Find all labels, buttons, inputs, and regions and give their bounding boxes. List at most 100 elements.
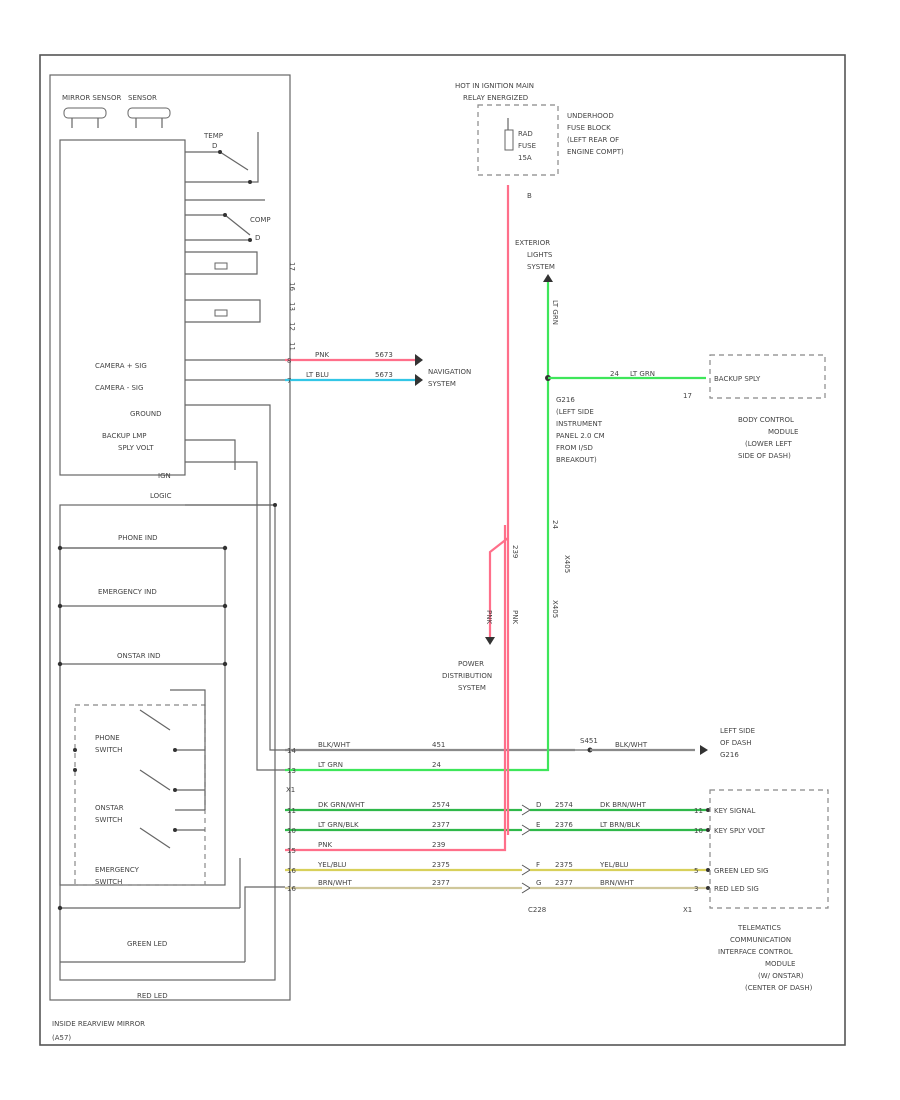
ign1-wire-circuit: 2574 <box>432 801 450 809</box>
red-vert-color: PNK <box>511 610 519 624</box>
instr-note-2: (LEFT SIDE <box>556 408 594 416</box>
splice-label: C228 <box>528 906 546 914</box>
camera-neg-color: LT BLU <box>306 371 329 379</box>
telematics-name-line: TELEMATICS <box>737 924 782 932</box>
emergency-wire-circuit: 2377 <box>432 879 450 887</box>
sensor-label: SENSOR <box>128 94 157 102</box>
emergency-switch-label-2: SWITCH <box>95 878 122 886</box>
fuse-hot-label: HOT IN IGNITION MAIN <box>455 82 534 90</box>
ign-label: IGN <box>158 472 171 480</box>
bcm-name-1: BODY CONTROL <box>738 416 794 424</box>
telematics-name-line: (W/ ONSTAR) <box>758 972 804 980</box>
green-vert-circuit: 24 <box>551 520 559 529</box>
fuse-block-1: UNDERHOOD <box>567 112 614 120</box>
telematics-name-line: INTERFACE CONTROL <box>718 948 793 956</box>
green-vert-x405: X405 <box>563 555 571 573</box>
temp-switch-label: TEMP <box>203 132 223 140</box>
backup-volt-label: SPLY VOLT <box>118 444 154 452</box>
onstar-switch-label: ONSTAR <box>95 804 124 812</box>
bcm-name-4: SIDE OF DASH) <box>738 452 791 460</box>
indicator-box <box>59 547 226 886</box>
telematics-pin-label: GREEN LED SIG <box>714 867 768 875</box>
telematics-name-line: (CENTER OF DASH) <box>745 984 813 992</box>
nav-label: NAVIGATION <box>428 368 471 376</box>
mirror-title: INSIDE REARVIEW MIRROR <box>52 1020 145 1028</box>
bcm-name-2: MODULE <box>768 428 798 436</box>
resistor-1 <box>214 262 228 270</box>
telematics-name-line: MODULE <box>765 960 795 968</box>
camera-pos-color: PNK <box>315 351 329 359</box>
telematics-pin-label: RED LED SIG <box>714 885 759 893</box>
top-pin-label: 12 <box>288 322 296 331</box>
telematics-box <box>709 789 829 909</box>
camera-pin-label: 7 <box>287 377 291 385</box>
splice-circuit: 2574 <box>555 801 573 809</box>
logic-label: LOGIC <box>150 492 172 500</box>
splice-pin-arrow <box>521 864 531 876</box>
fuse-box <box>477 104 559 176</box>
camera-neg-circuit: 5673 <box>375 371 393 379</box>
logic-wire-circuit: 239 <box>432 841 445 849</box>
emergency-switch-label: EMERGENCY <box>95 866 140 874</box>
fuse-block-4: ENGINE COMPT) <box>567 148 624 156</box>
bcm-pin-label: BACKUP SPLY <box>714 375 761 383</box>
power-dist-1: POWER <box>458 660 484 668</box>
instr-note-4: PANEL 2.0 CM <box>556 432 605 440</box>
instr-note-1: G216 <box>556 396 575 404</box>
bcm-name-3: (LOWER LEFT <box>745 440 793 448</box>
splice-pin-arrow <box>521 824 531 836</box>
splice-wire-color: YEL/BLU <box>599 861 628 869</box>
resistor-2 <box>214 309 228 317</box>
bcm-box <box>709 354 826 399</box>
onstar-switch-label-2: SWITCH <box>95 816 122 824</box>
splice-end-dot <box>706 868 710 872</box>
splice-end-dot <box>706 886 710 890</box>
ext-lights-1: EXTERIOR <box>515 239 550 247</box>
logic-box <box>59 504 276 981</box>
x1-connector-label: X1 <box>286 786 295 794</box>
ground-loc-1: LEFT SIDE <box>720 727 755 735</box>
fuse-name-3: 15A <box>518 154 532 162</box>
telematics-pin-num: 5 <box>694 867 698 875</box>
bottom-pin-label: 11 <box>287 807 296 815</box>
top-connector-pins: 17 16 13 12 11 <box>288 262 296 351</box>
bottom-pin-label: 16 <box>287 867 296 875</box>
camera-pos-circuit: 5673 <box>375 351 393 359</box>
splice-pin-letter: E <box>536 821 540 829</box>
top-pin-label: 11 <box>288 342 296 351</box>
mirror-electronics-box <box>59 139 186 476</box>
splice-circuit: 2377 <box>555 879 573 887</box>
camera-pin-label: 8 <box>287 357 291 365</box>
splice-pin-letter: F <box>536 861 540 869</box>
top-pin-label: 16 <box>288 282 296 291</box>
ign1-wire-color: DK GRN/WHT <box>318 801 365 809</box>
ground-right-splice: S451 <box>580 737 598 745</box>
camera-pos-label: CAMERA + SIG <box>95 362 147 370</box>
instr-note-5: FROM I/SD <box>556 444 593 452</box>
instr-note-6: BREAKOUT) <box>556 456 597 464</box>
mirror-outer-box <box>49 74 291 1001</box>
red-branch-color: PNK <box>485 610 493 624</box>
bcm-wire-color: LT GRN <box>630 370 655 378</box>
splice-pin-arrow <box>521 804 531 816</box>
green-vert-x405-2: X405 <box>551 600 559 618</box>
nav-label-2: SYSTEM <box>428 380 456 388</box>
green-led-label: GREEN LED <box>127 940 167 948</box>
telematics-pin-label: KEY SIGNAL <box>714 807 755 815</box>
ext-lights-2: LIGHTS <box>527 251 553 259</box>
telematics-pin-label: KEY SPLY VOLT <box>714 827 766 835</box>
red-led-label: RED LED <box>137 992 168 1000</box>
splice-end-dot <box>706 808 710 812</box>
splice-pin-letter: G <box>536 879 541 887</box>
top-pin-label: 17 <box>288 262 296 271</box>
bottom-pin-label: 16 <box>287 885 296 893</box>
diagram-border <box>39 54 846 1046</box>
top-pin-label: 13 <box>288 302 296 311</box>
ext-lights-3: SYSTEM <box>527 263 555 271</box>
splice-circuit: 2376 <box>555 821 573 829</box>
splice-end-dot <box>706 828 710 832</box>
ground-loc-2: OF DASH <box>720 739 752 747</box>
bcm-pin-num: 17 <box>683 392 692 400</box>
